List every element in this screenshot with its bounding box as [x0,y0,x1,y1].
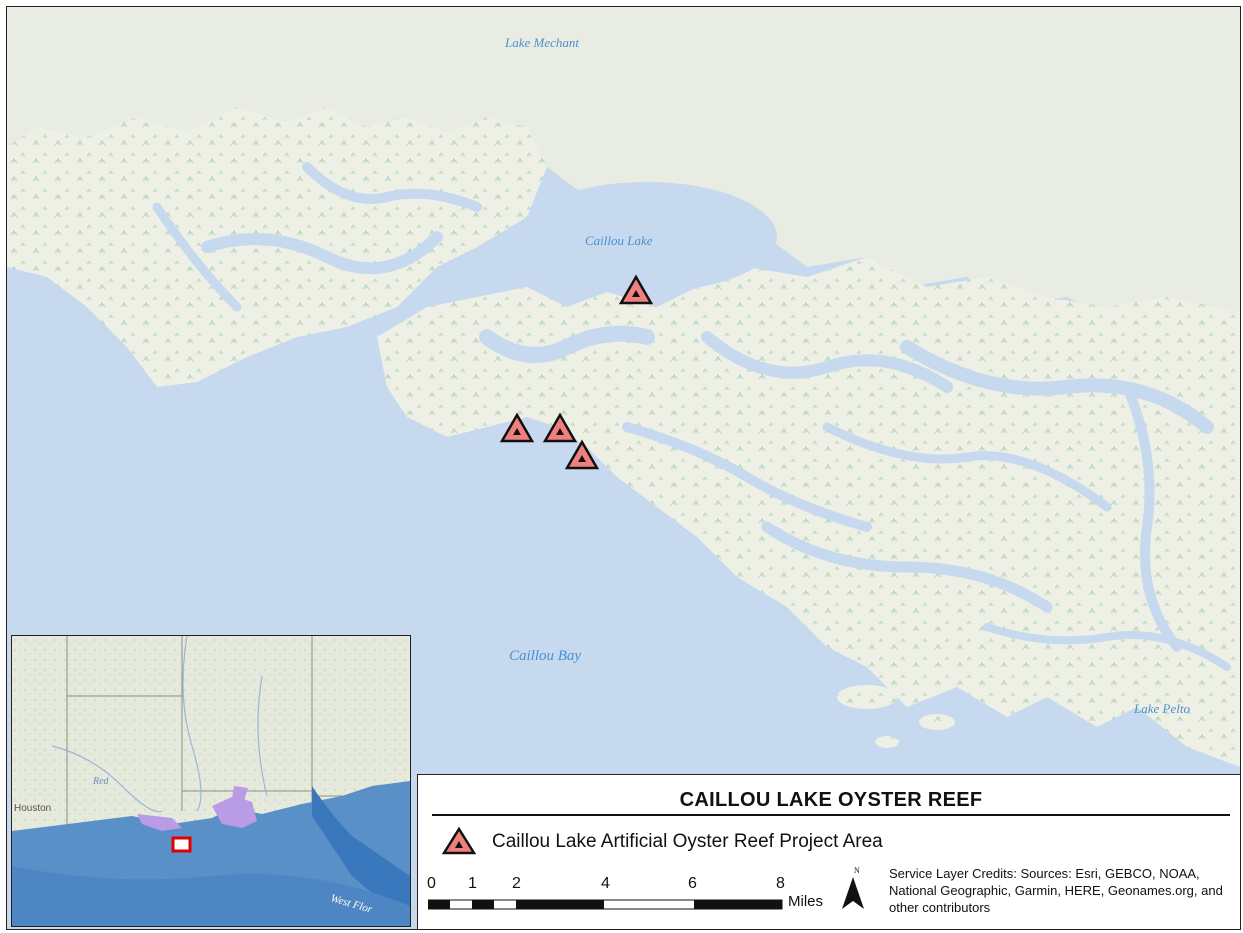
inset-river-label: Red [93,776,109,787]
legend-item-label: Caillou Lake Artificial Oyster Reef Proj… [492,831,883,852]
scale-tick-1: 1 [468,875,477,892]
inset-extent-marker [171,836,192,853]
map-frame[interactable]: Lake Mechant Caillou Lake Caillou Bay La… [6,6,1241,930]
inset-map-graphic [12,636,410,926]
scale-tick-8: 8 [776,875,785,892]
reef-site-marker[interactable] [499,412,535,443]
northern-land [7,7,1240,327]
scale-tick-0: 0 [427,875,436,892]
north-label: N [854,866,860,875]
western-land [7,107,547,387]
lake-pelto-label: Lake Pelto [1134,701,1190,716]
scale-tick-2: 2 [512,875,521,892]
water-channels [152,162,1231,671]
north-arrow-icon [842,877,864,909]
scale-tick-4: 4 [601,875,610,892]
caillou-bay-label: Caillou Bay [509,648,582,664]
inset-locator-map[interactable]: Houston Red West Flor [11,635,411,927]
reef-site-marker[interactable] [618,274,654,305]
scale-tick-6: 6 [688,875,697,892]
scale-bar [428,899,783,910]
bay-islands [837,685,955,748]
service-layer-credits: Service Layer Credits: Sources: Esri, GE… [889,866,1223,915]
scale-units-label: Miles [788,893,824,910]
reef-site-marker[interactable] [542,412,578,443]
reef-site-marker[interactable] [564,439,600,470]
caillou-lake-label: Caillou Lake [585,233,653,248]
legend-title: CAILLOU LAKE OYSTER REEF [432,789,1230,816]
legend-panel: CAILLOU LAKE OYSTER REEF Caillou Lake Ar… [417,774,1240,929]
caillou-lake-water [517,182,777,292]
reef-legend-icon [442,826,476,855]
lake-mechant-label: Lake Mechant [505,35,580,50]
inset-city-label: Houston [14,803,52,814]
reef-markers [499,274,654,470]
